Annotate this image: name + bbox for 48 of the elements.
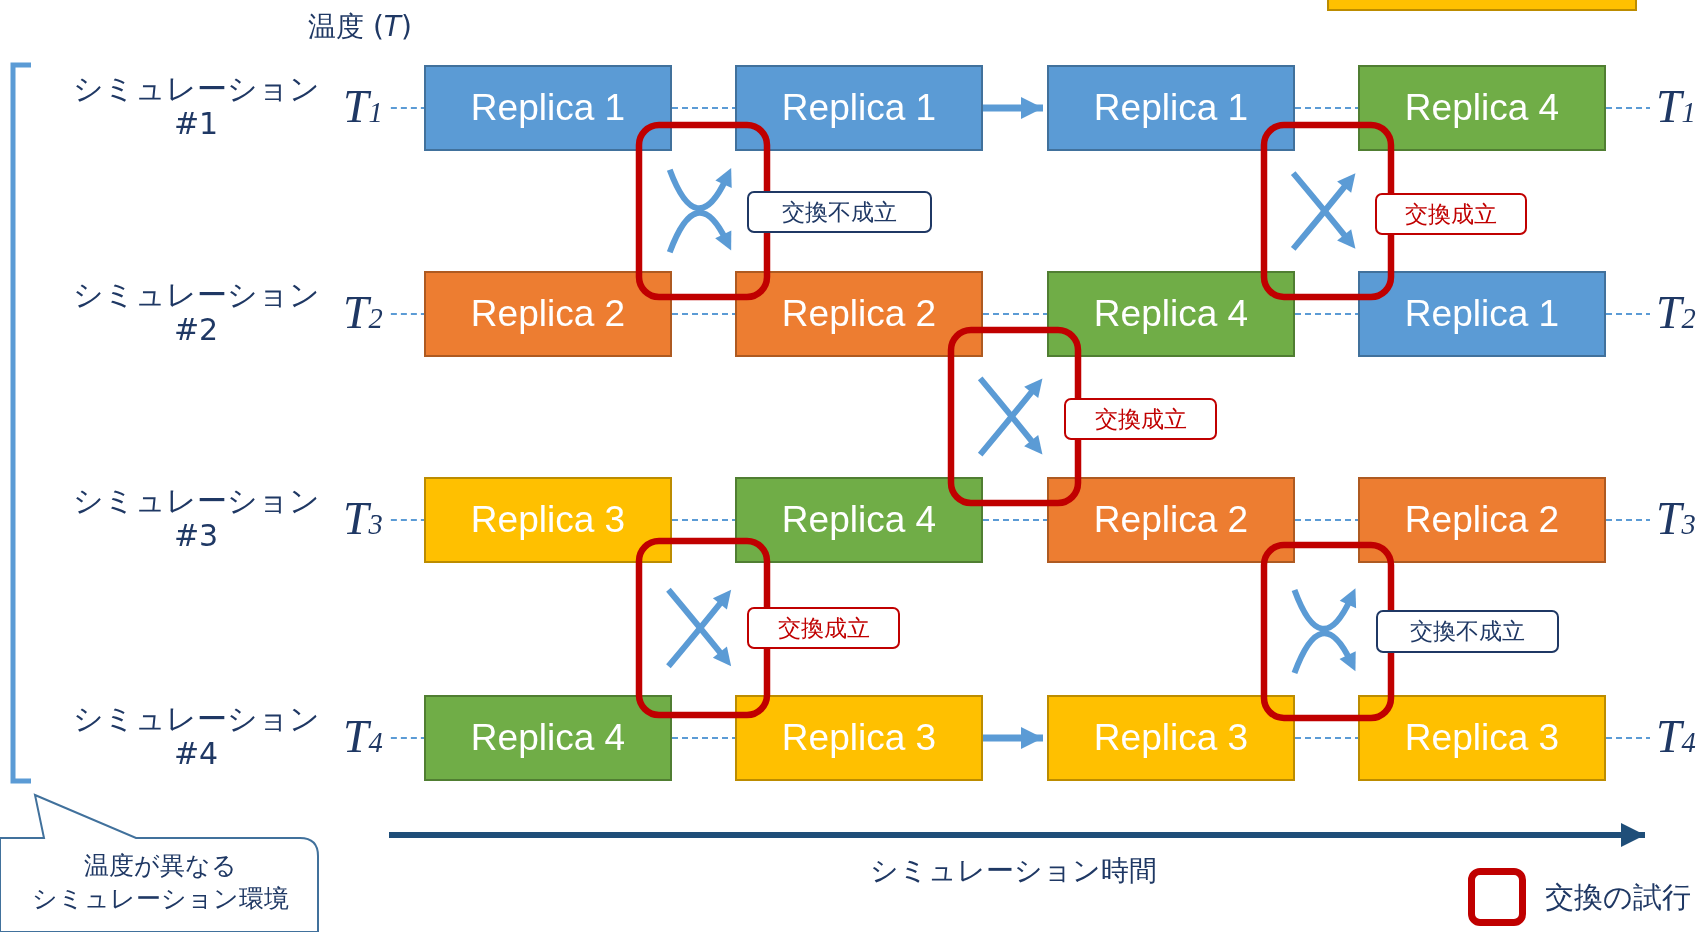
- exchange-result-label: 交換成立: [1375, 193, 1527, 235]
- connector-line: [1605, 313, 1651, 315]
- axis-label: シミュレーション時間: [868, 853, 1158, 889]
- connector-line: [1294, 519, 1359, 521]
- exchange-result-label: 交換成立: [1064, 398, 1217, 440]
- connector-line: [671, 313, 736, 315]
- replica-box: Replica 3: [424, 477, 672, 563]
- simulation-label: シミュレーション#1: [71, 72, 321, 141]
- replica-box: Replica 1: [424, 65, 672, 151]
- simulation-label: シミュレーション#2: [71, 278, 321, 347]
- replica-box: Replica 1: [735, 65, 983, 151]
- exchange-result-label: 交換不成立: [1376, 610, 1559, 653]
- replica-box: Replica 2: [1047, 477, 1295, 563]
- connector-line: [1294, 313, 1359, 315]
- replica-box: Replica 2: [735, 271, 983, 357]
- replica-box: Replica 3: [1358, 695, 1606, 781]
- replica-box: Replica 4: [1358, 65, 1606, 151]
- connector-line: [671, 107, 736, 109]
- simulation-label: シミュレーション#3: [71, 484, 321, 553]
- connector-line: [389, 737, 425, 739]
- callout-bubble: 温度が異なるシミュレーション環境: [0, 795, 322, 932]
- connector-line: [1605, 737, 1651, 739]
- connector-line: [1294, 107, 1359, 109]
- connector-line: [389, 519, 425, 521]
- connector-line: [982, 519, 1048, 521]
- connector-line: [389, 107, 425, 109]
- connector-line: [1605, 107, 1651, 109]
- connector-line: [671, 737, 736, 739]
- simulation-label: シミュレーション#4: [71, 702, 321, 771]
- connector-line: [982, 313, 1048, 315]
- replica-box: Replica 2: [1358, 477, 1606, 563]
- partial-box: [1327, 0, 1637, 11]
- connector-line: [671, 519, 736, 521]
- replica-box: Replica 4: [424, 695, 672, 781]
- connector-line: [1605, 519, 1651, 521]
- replica-box: Replica 2: [424, 271, 672, 357]
- replica-box: Replica 1: [1047, 65, 1295, 151]
- replica-box: Replica 3: [735, 695, 983, 781]
- legend-label: 交換の試行: [1545, 879, 1691, 916]
- exchange-result-label: 交換不成立: [747, 191, 932, 233]
- replica-box: Replica 3: [1047, 695, 1295, 781]
- exchange-result-label: 交換成立: [747, 607, 900, 649]
- replica-box: Replica 1: [1358, 271, 1606, 357]
- replica-box: Replica 4: [735, 477, 983, 563]
- replica-box: Replica 4: [1047, 271, 1295, 357]
- connector-line: [1294, 737, 1359, 739]
- connector-line: [389, 313, 425, 315]
- temperature-heading: 温度 (T): [308, 9, 412, 45]
